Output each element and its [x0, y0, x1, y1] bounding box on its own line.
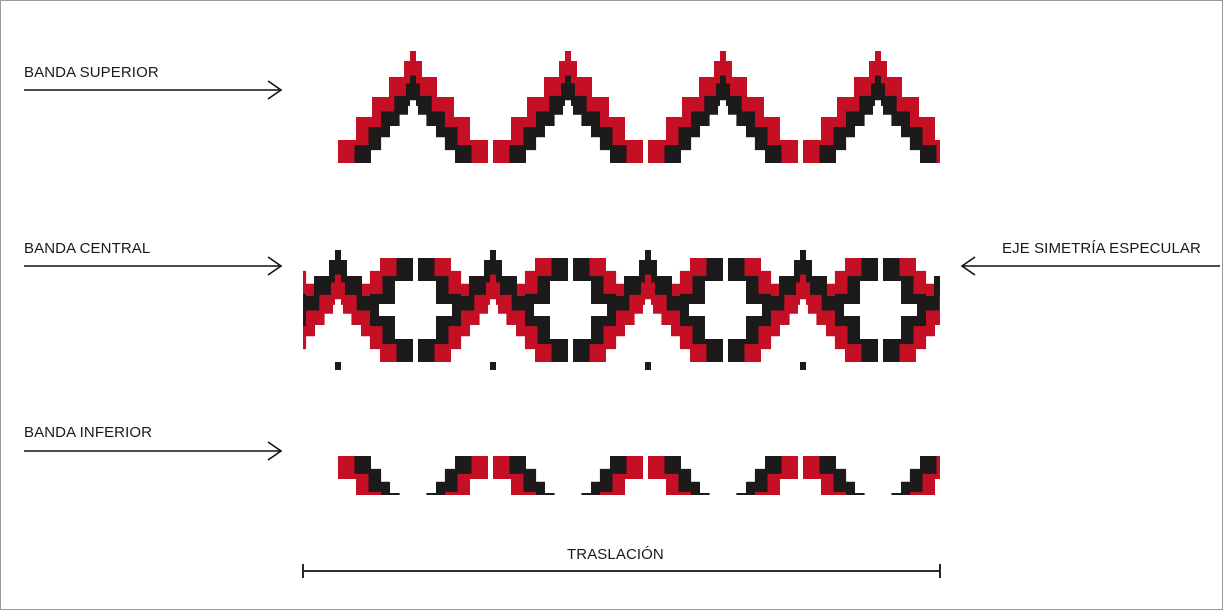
dimension-line: [303, 564, 940, 578]
right-arrow-icon: [24, 257, 281, 275]
right-arrow-icon: [24, 81, 281, 99]
left-arrow-icon: [962, 257, 1220, 275]
right-arrow-icon: [24, 442, 281, 460]
